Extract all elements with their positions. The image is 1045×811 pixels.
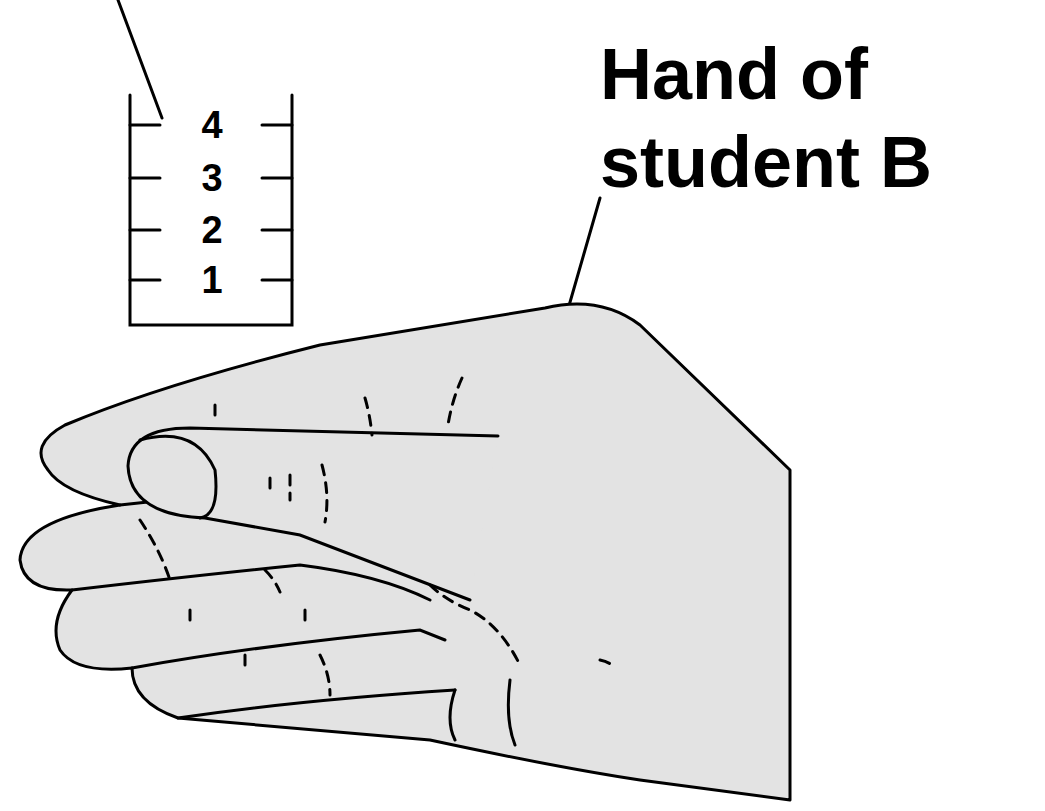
scale-number: 1 — [192, 260, 232, 300]
palm-line — [450, 680, 515, 745]
knuckle-crease — [215, 378, 462, 435]
knuckle-crease — [140, 520, 520, 665]
knuckle-crease — [190, 610, 615, 695]
scale-number: 4 — [192, 105, 232, 145]
scale-number: 2 — [192, 210, 232, 250]
callout-label: Hand of student B — [600, 30, 1040, 206]
leader-line — [118, 0, 162, 118]
finger-line — [178, 690, 455, 718]
scale-number: 3 — [192, 158, 232, 198]
hand-shape — [20, 304, 790, 800]
thumb-outline — [128, 428, 498, 600]
thumbnail — [140, 436, 216, 518]
finger-line — [132, 630, 445, 668]
finger-line — [72, 565, 430, 600]
beaker-outline — [130, 95, 292, 325]
beaker-ticks — [130, 125, 292, 280]
knuckle-crease — [270, 465, 327, 522]
